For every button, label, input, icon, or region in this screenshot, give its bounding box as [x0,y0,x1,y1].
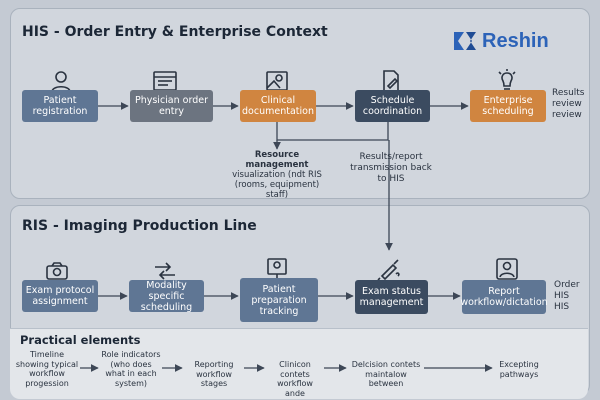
exchange-arrows-icon [152,258,178,284]
reshin-logo-icon [454,32,476,50]
syringe-icon [376,256,402,282]
results-transmission-label: Results/report transmission back to HIS [350,152,432,184]
step-patient-preparation-tracking[interactable]: Patient preparation tracking [240,278,318,322]
practical-item-clinicon-contets: Clinicon contets workflow ande [277,360,313,398]
practical-title: Practical elements [20,333,141,347]
resource-text: visualization (ndt RIS (rooms, equipment… [232,170,322,200]
document-pen-icon [378,68,404,94]
step-clinical-documentation[interactable]: Clinical documentation [240,90,316,122]
practical-item-reporting-stages: Reporting workflow stages [194,360,234,388]
resource-management-label: Resource management visualization (ndt R… [226,150,328,200]
resource-title: Resource management [245,150,309,170]
logo-text: Reshin [482,29,549,52]
step-schedule-coordination[interactable]: Schedule coordination [355,90,430,122]
practical-item-timeline: Timeline showing typical workflow proges… [15,350,79,388]
step-exam-status-management[interactable]: Exam status management [355,280,428,314]
practical-item-role-indicators: Role indicators (who does what in each s… [101,350,161,388]
arrow-bracket [276,122,389,141]
camera-icon [44,258,70,284]
step-report-workflow-dictation[interactable]: Report workflow/dictation [460,280,548,314]
step-patient-registration[interactable]: Patient registration [22,90,98,122]
doctor-icon [494,256,520,282]
ris-title: RIS - Imaging Production Line [22,218,257,234]
step-enterprise-scheduling[interactable]: Enterprise scheduling [470,90,546,122]
practical-panel [10,328,588,399]
step-modality-specific-scheduling[interactable]: Modality specific scheduling [129,280,204,313]
ris-side-label: Order HIS HIS [554,280,580,312]
step-physician-order-entry[interactable]: Physician order entry [130,90,213,122]
step-exam-protocol-assignment[interactable]: Exam protocol assignment [22,280,98,312]
practical-item-delcision-contets: Delcision contets maintalow between [351,360,421,388]
reshin-logo: Reshin [452,28,549,54]
his-side-label: Results review review [552,88,585,120]
lightbulb-icon [494,68,520,94]
practical-item-excepting-pathways: Excepting pathways [499,360,539,379]
his-title: HIS - Order Entry & Enterprise Context [22,24,328,40]
